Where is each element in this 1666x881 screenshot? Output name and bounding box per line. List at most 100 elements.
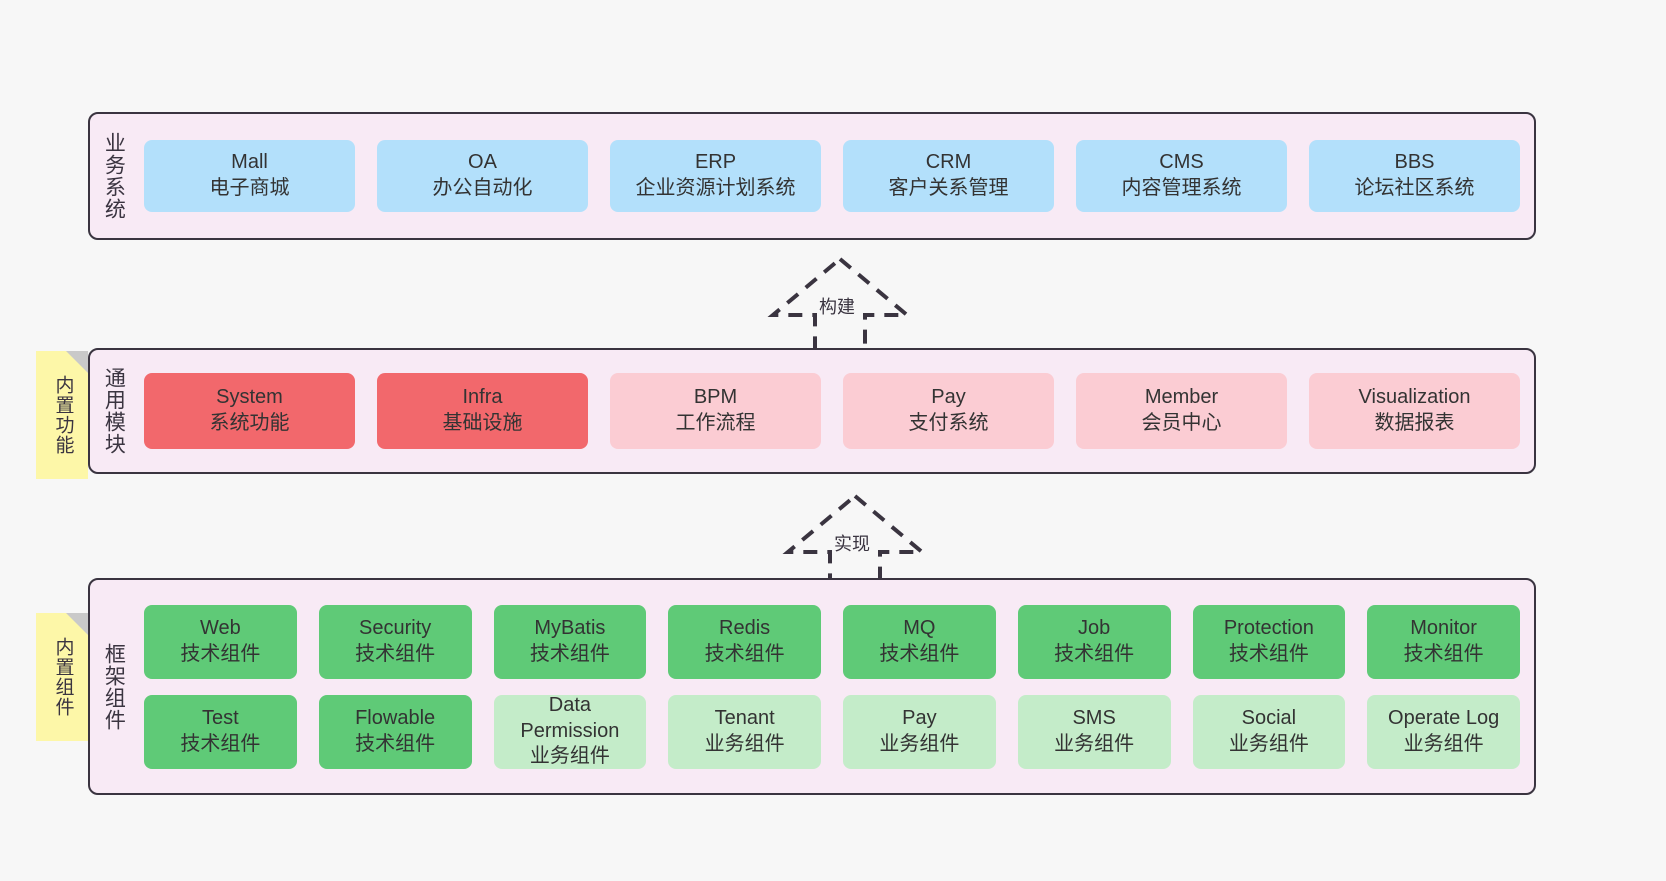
card-test[interactable]: Test 技术组件 (144, 694, 297, 769)
card-operate-log[interactable]: Operate Log 业务组件 (1367, 694, 1520, 769)
card-title: Data Permission (520, 694, 620, 742)
card-title: CRM (925, 151, 972, 174)
card-subtitle: 工作流程 (675, 412, 756, 434)
card-visualization[interactable]: Visualization 数据报表 (1309, 373, 1520, 449)
card-sms[interactable]: SMS 业务组件 (1017, 694, 1171, 769)
card-protection[interactable]: Protection 技术组件 (1192, 604, 1346, 679)
card-title: BBS (1394, 151, 1435, 174)
card-subtitle: 业务组件 (704, 732, 785, 755)
card-oa[interactable]: OA 办公自动化 (377, 140, 588, 212)
card-data-permission[interactable]: Data Permission 业务组件 (493, 694, 647, 769)
card-title: Visualization (1358, 386, 1471, 409)
layer-common-module: 通用模块 System 系统功能 Infra 基础设施 BPM 工作流程 Pay… (88, 348, 1536, 474)
card-job[interactable]: Job 技术组件 (1017, 604, 1171, 679)
note-label: 内置组件 (52, 637, 74, 717)
card-subtitle: 技术组件 (355, 732, 436, 755)
card-subtitle: 企业资源计划系统 (635, 177, 796, 199)
card-redis[interactable]: Redis 技术组件 (668, 604, 821, 679)
note-builtin-functions: 内置功能 (36, 351, 88, 479)
arrow-realize: 实现 (770, 490, 940, 590)
card-title: OA (468, 151, 497, 174)
card-subtitle: 业务组件 (1403, 732, 1484, 755)
card-subtitle: 技术组件 (180, 642, 261, 665)
card-subtitle: 会员中心 (1141, 412, 1222, 434)
card-subtitle: 技术组件 (180, 732, 261, 755)
card-title: Job (1078, 616, 1111, 639)
card-bbs[interactable]: BBS 论坛社区系统 (1309, 140, 1520, 212)
arrow-realize-label: 实现 (832, 530, 872, 556)
card-title: Mall (231, 151, 268, 174)
card-subtitle: 技术组件 (529, 642, 610, 665)
card-monitor[interactable]: Monitor 技术组件 (1367, 604, 1520, 679)
card-title: Operate Log (1388, 706, 1500, 729)
card-flowable[interactable]: Flowable 技术组件 (318, 694, 472, 769)
card-cms[interactable]: CMS 内容管理系统 (1076, 140, 1287, 212)
card-title: System (216, 386, 283, 409)
card-pay-business[interactable]: Pay 业务组件 (843, 694, 996, 769)
card-title: MyBatis (534, 616, 606, 639)
card-title: Social (1241, 706, 1297, 729)
card-subtitle: 内容管理系统 (1121, 177, 1242, 199)
card-bpm[interactable]: BPM 工作流程 (610, 373, 821, 449)
card-subtitle: 数据报表 (1374, 412, 1455, 434)
layer-framework-component: 框架组件 Web 技术组件 Security 技术组件 MyBatis 技术组件… (88, 578, 1536, 795)
layer-common-module-body: System 系统功能 Infra 基础设施 BPM 工作流程 Pay 支付系统… (136, 350, 1534, 472)
note-label: 内置功能 (52, 375, 74, 455)
card-title: Web (199, 616, 241, 639)
layer-framework-component-body: Web 技术组件 Security 技术组件 MyBatis 技术组件 Redi… (136, 580, 1534, 793)
card-title: CMS (1159, 151, 1204, 174)
card-pay[interactable]: Pay 支付系统 (843, 373, 1054, 449)
card-subtitle: 技术组件 (355, 642, 436, 665)
card-subtitle: 业务组件 (1054, 732, 1135, 755)
card-title: Monitor (1410, 616, 1477, 639)
card-subtitle: 办公自动化 (432, 177, 533, 199)
card-crm[interactable]: CRM 客户关系管理 (843, 140, 1054, 212)
card-subtitle: 支付系统 (908, 412, 989, 434)
card-subtitle: 技术组件 (1228, 642, 1309, 665)
card-subtitle: 技术组件 (704, 642, 785, 665)
card-row: System 系统功能 Infra 基础设施 BPM 工作流程 Pay 支付系统… (144, 373, 1520, 449)
card-mall[interactable]: Mall 电子商城 (144, 140, 355, 212)
card-mybatis[interactable]: MyBatis 技术组件 (493, 604, 647, 679)
card-subtitle: 技术组件 (879, 642, 960, 665)
card-subtitle: 电子商城 (209, 177, 290, 199)
layer-framework-component-label: 框架组件 (102, 642, 126, 731)
note-fold-icon (66, 351, 88, 373)
card-system[interactable]: System 系统功能 (144, 373, 355, 449)
layer-business-system-label: 业务系统 (102, 132, 126, 220)
card-subtitle: 业务组件 (1228, 732, 1309, 755)
card-social[interactable]: Social 业务组件 (1192, 694, 1346, 769)
card-title: Pay (902, 706, 937, 729)
card-title: Test (202, 706, 239, 729)
card-title: Protection (1223, 616, 1314, 639)
card-title: BPM (693, 386, 738, 409)
layer-business-system-body: Mall 电子商城 OA 办公自动化 ERP 企业资源计划系统 CRM 客户关系… (136, 114, 1534, 238)
card-mq[interactable]: MQ 技术组件 (843, 604, 996, 679)
card-row: Mall 电子商城 OA 办公自动化 ERP 企业资源计划系统 CRM 客户关系… (144, 140, 1520, 212)
card-title: Security (359, 616, 432, 639)
card-subtitle: 技术组件 (1403, 642, 1484, 665)
note-builtin-components: 内置组件 (36, 613, 88, 741)
card-title: Flowable (355, 706, 436, 729)
card-title: Member (1144, 386, 1219, 409)
arrow-build-label: 构建 (817, 293, 857, 319)
card-subtitle: 系统功能 (209, 412, 290, 434)
card-infra[interactable]: Infra 基础设施 (377, 373, 588, 449)
card-erp[interactable]: ERP 企业资源计划系统 (610, 140, 821, 212)
card-subtitle: 论坛社区系统 (1354, 177, 1475, 199)
layer-business-system: 业务系统 Mall 电子商城 OA 办公自动化 ERP 企业资源计划系统 CRM… (88, 112, 1536, 240)
card-title: Redis (719, 616, 771, 639)
card-subtitle: 技术组件 (1054, 642, 1135, 665)
card-title: Infra (462, 386, 503, 409)
arrow-build: 构建 (755, 253, 925, 353)
card-member[interactable]: Member 会员中心 (1076, 373, 1287, 449)
card-title: Pay (931, 386, 966, 409)
card-web[interactable]: Web 技术组件 (144, 604, 297, 679)
card-title: Tenant (714, 706, 775, 729)
layer-common-module-label: 通用模块 (102, 367, 126, 455)
card-security[interactable]: Security 技术组件 (318, 604, 472, 679)
card-tenant[interactable]: Tenant 业务组件 (668, 694, 821, 769)
card-subtitle: 业务组件 (529, 745, 610, 768)
card-row: Test 技术组件 Flowable 技术组件 Data Permission … (144, 694, 1520, 769)
